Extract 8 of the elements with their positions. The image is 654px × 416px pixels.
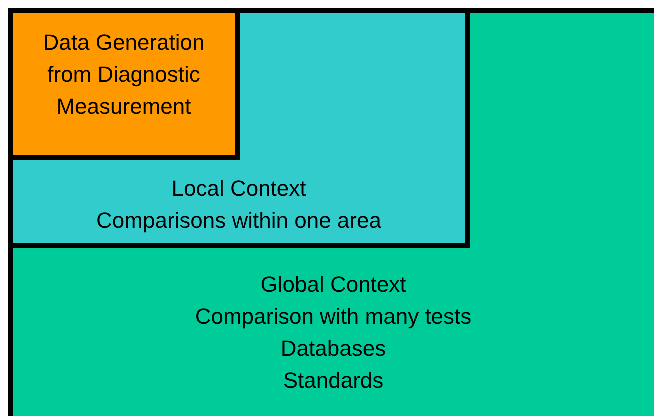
node-label: Comparisons within one area (96, 207, 382, 235)
node-label: Data Generation from Diagnostic Measurement (42, 29, 206, 121)
node-label: Global Context (260, 271, 406, 299)
node-label: Databases (280, 335, 386, 363)
global-context-box (8, 8, 654, 416)
node-label: Standards (283, 367, 384, 395)
node-label: Comparison with many tests (195, 303, 472, 331)
node-label: Local Context (172, 175, 306, 203)
